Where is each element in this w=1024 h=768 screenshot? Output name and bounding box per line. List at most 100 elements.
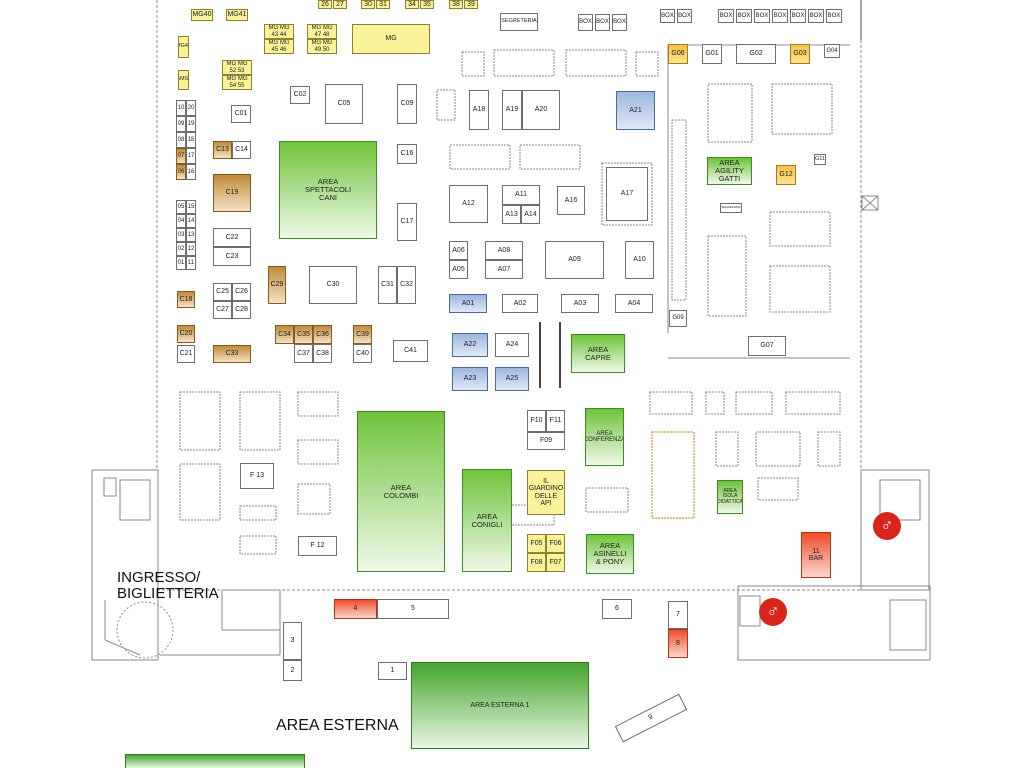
stand-mg40[interactable]: MG40 — [191, 9, 213, 21]
stand-mg45-46[interactable]: MG MG 45 46 — [264, 39, 294, 54]
stand-a05[interactable]: A05 — [449, 260, 468, 279]
area-esterna-1[interactable]: AREA ESTERNA 1 — [411, 662, 589, 749]
stand-c31[interactable]: C31 — [378, 266, 397, 304]
stand-g01[interactable]: G01 — [702, 44, 722, 64]
stand-mg41[interactable]: MG41 — [226, 9, 248, 21]
accessible-restroom-icon[interactable]: ♂ — [873, 512, 901, 540]
accessible-restroom-icon[interactable]: ♂ — [759, 598, 787, 626]
stand-c09[interactable]: C09 — [397, 84, 417, 124]
stand-c27[interactable]: C27 — [213, 301, 232, 319]
stand-02[interactable]: 02 — [176, 242, 186, 256]
stand-c37[interactable]: C37 — [294, 344, 313, 363]
box[interactable]: BOX — [578, 14, 593, 31]
stand-30[interactable]: 30 — [361, 0, 375, 9]
stand-06[interactable]: 06 — [176, 164, 186, 180]
stand-c19[interactable]: C19 — [213, 174, 251, 212]
box[interactable]: BOX — [718, 9, 734, 23]
stand-c29[interactable]: C29 — [268, 266, 286, 304]
stand-13[interactable]: 13 — [186, 228, 196, 242]
stand-c16[interactable]: C16 — [397, 144, 417, 164]
stand-a19[interactable]: A19 — [502, 90, 522, 130]
stand-mg54-55[interactable]: MG MG 54 55 — [222, 75, 252, 90]
stand-a16[interactable]: A16 — [557, 186, 585, 215]
box[interactable]: BOX — [808, 9, 824, 23]
stand-4[interactable]: 4 — [334, 599, 377, 619]
stand-f13[interactable]: F 13 — [240, 463, 274, 489]
il-giardino-delle-api[interactable]: IL GIARDINO DELLE API — [527, 470, 565, 515]
stand-f09[interactable]: F09 — [527, 432, 565, 450]
stand-05[interactable]: 05 — [176, 200, 186, 214]
stand-a21[interactable]: A21 — [616, 91, 655, 130]
stand-g09[interactable]: G09 — [669, 310, 687, 327]
stand-17[interactable]: 17 — [186, 148, 196, 164]
box[interactable]: BOX — [826, 9, 842, 23]
area-isola-didattica[interactable]: AREA ISOLA DIDATTICA — [717, 480, 743, 514]
stand-14[interactable]: 14 — [186, 214, 196, 228]
stand-11[interactable]: 11 — [186, 256, 196, 270]
stand-gms1[interactable]: GMS1 — [178, 70, 189, 90]
stand-g02[interactable]: G02 — [736, 44, 776, 64]
stand-c32[interactable]: C32 — [397, 266, 416, 304]
stand-mg49-50[interactable]: MG MG 49 50 — [307, 39, 337, 54]
stand-39[interactable]: 39 — [464, 0, 478, 9]
stand-18[interactable]: 18 — [186, 132, 196, 148]
stand-g06[interactable]: G06 — [668, 44, 688, 64]
stand-a20[interactable]: A20 — [522, 90, 560, 130]
stand-mg42[interactable]: MG42 — [178, 36, 189, 58]
stand-a02[interactable]: A02 — [502, 294, 538, 313]
stand-a17[interactable]: A17 — [606, 167, 648, 221]
stand-09[interactable]: 09 — [176, 116, 186, 132]
box[interactable]: BOX — [677, 9, 692, 23]
stand-20[interactable]: 20 — [186, 100, 196, 116]
segreteria[interactable]: SEGRETERIA — [500, 13, 538, 31]
stand-a09[interactable]: A09 — [545, 241, 604, 279]
stand-a25[interactable]: A25 — [495, 367, 529, 391]
area-conigli[interactable]: AREA CONIGLI — [462, 469, 512, 572]
stand-12[interactable]: 12 — [186, 242, 196, 256]
stand-a03[interactable]: A03 — [561, 294, 599, 313]
stand-f10[interactable]: F10 — [527, 410, 546, 432]
stand-a14[interactable]: A14 — [521, 205, 540, 224]
area-colombi[interactable]: AREA COLOMBI — [357, 411, 445, 572]
box[interactable]: BOX — [660, 9, 675, 23]
box[interactable]: BOX — [790, 9, 806, 23]
stand-a01[interactable]: A01 — [449, 294, 487, 313]
stand-c18[interactable]: C18 — [177, 291, 195, 308]
stand-a24[interactable]: A24 — [495, 333, 529, 357]
stand-c13[interactable]: C13 — [213, 141, 232, 159]
stand-g07[interactable]: G07 — [748, 336, 786, 356]
stand-mg[interactable]: MG — [352, 24, 430, 54]
stand-c17[interactable]: C17 — [397, 203, 417, 241]
stand-f11[interactable]: F11 — [546, 410, 565, 432]
stand-c30[interactable]: C30 — [309, 266, 357, 304]
stand-08[interactable]: 08 — [176, 132, 186, 148]
area-conferenza[interactable]: AREA CONFERENZA — [585, 408, 624, 466]
stand-a18[interactable]: A18 — [469, 90, 489, 130]
stand-mg47-48[interactable]: MG MG 47 48 — [307, 24, 337, 39]
stand-a12[interactable]: A12 — [449, 185, 488, 223]
stand-c21[interactable]: C21 — [177, 345, 195, 363]
stand-10[interactable]: 10 — [176, 100, 186, 116]
stand-6[interactable]: 6 — [602, 599, 632, 619]
stand-mg52-53[interactable]: MG MG 52 53 — [222, 60, 252, 75]
stand-a11[interactable]: A11 — [502, 185, 540, 205]
stand-01[interactable]: 01 — [176, 256, 186, 270]
stand-c34[interactable]: C34 — [275, 325, 294, 344]
stand-a22[interactable]: A22 — [452, 333, 488, 357]
stand-07[interactable]: 07 — [176, 148, 186, 164]
stand-35[interactable]: 35 — [420, 0, 434, 9]
stand-f12[interactable]: F 12 — [298, 536, 337, 556]
stand-7[interactable]: 7 — [668, 601, 688, 629]
stand-1[interactable]: 1 — [378, 662, 407, 680]
stand-c23[interactable]: C23 — [213, 247, 251, 266]
stand-f05[interactable]: F05 — [527, 534, 546, 553]
stand-04[interactable]: 04 — [176, 214, 186, 228]
box[interactable]: BOX — [612, 14, 627, 31]
stand-8[interactable]: 8 — [668, 629, 688, 658]
segreteria-small[interactable]: SEGRETERIA — [720, 203, 742, 213]
stand-16[interactable]: 16 — [186, 164, 196, 180]
stand-g03[interactable]: G03 — [790, 44, 810, 64]
bar[interactable]: 11 BAR — [801, 532, 831, 578]
area-asinelli-pony[interactable]: AREA ASINELLI & PONY — [586, 534, 634, 574]
area-capre[interactable]: AREA CAPRE — [571, 334, 625, 373]
